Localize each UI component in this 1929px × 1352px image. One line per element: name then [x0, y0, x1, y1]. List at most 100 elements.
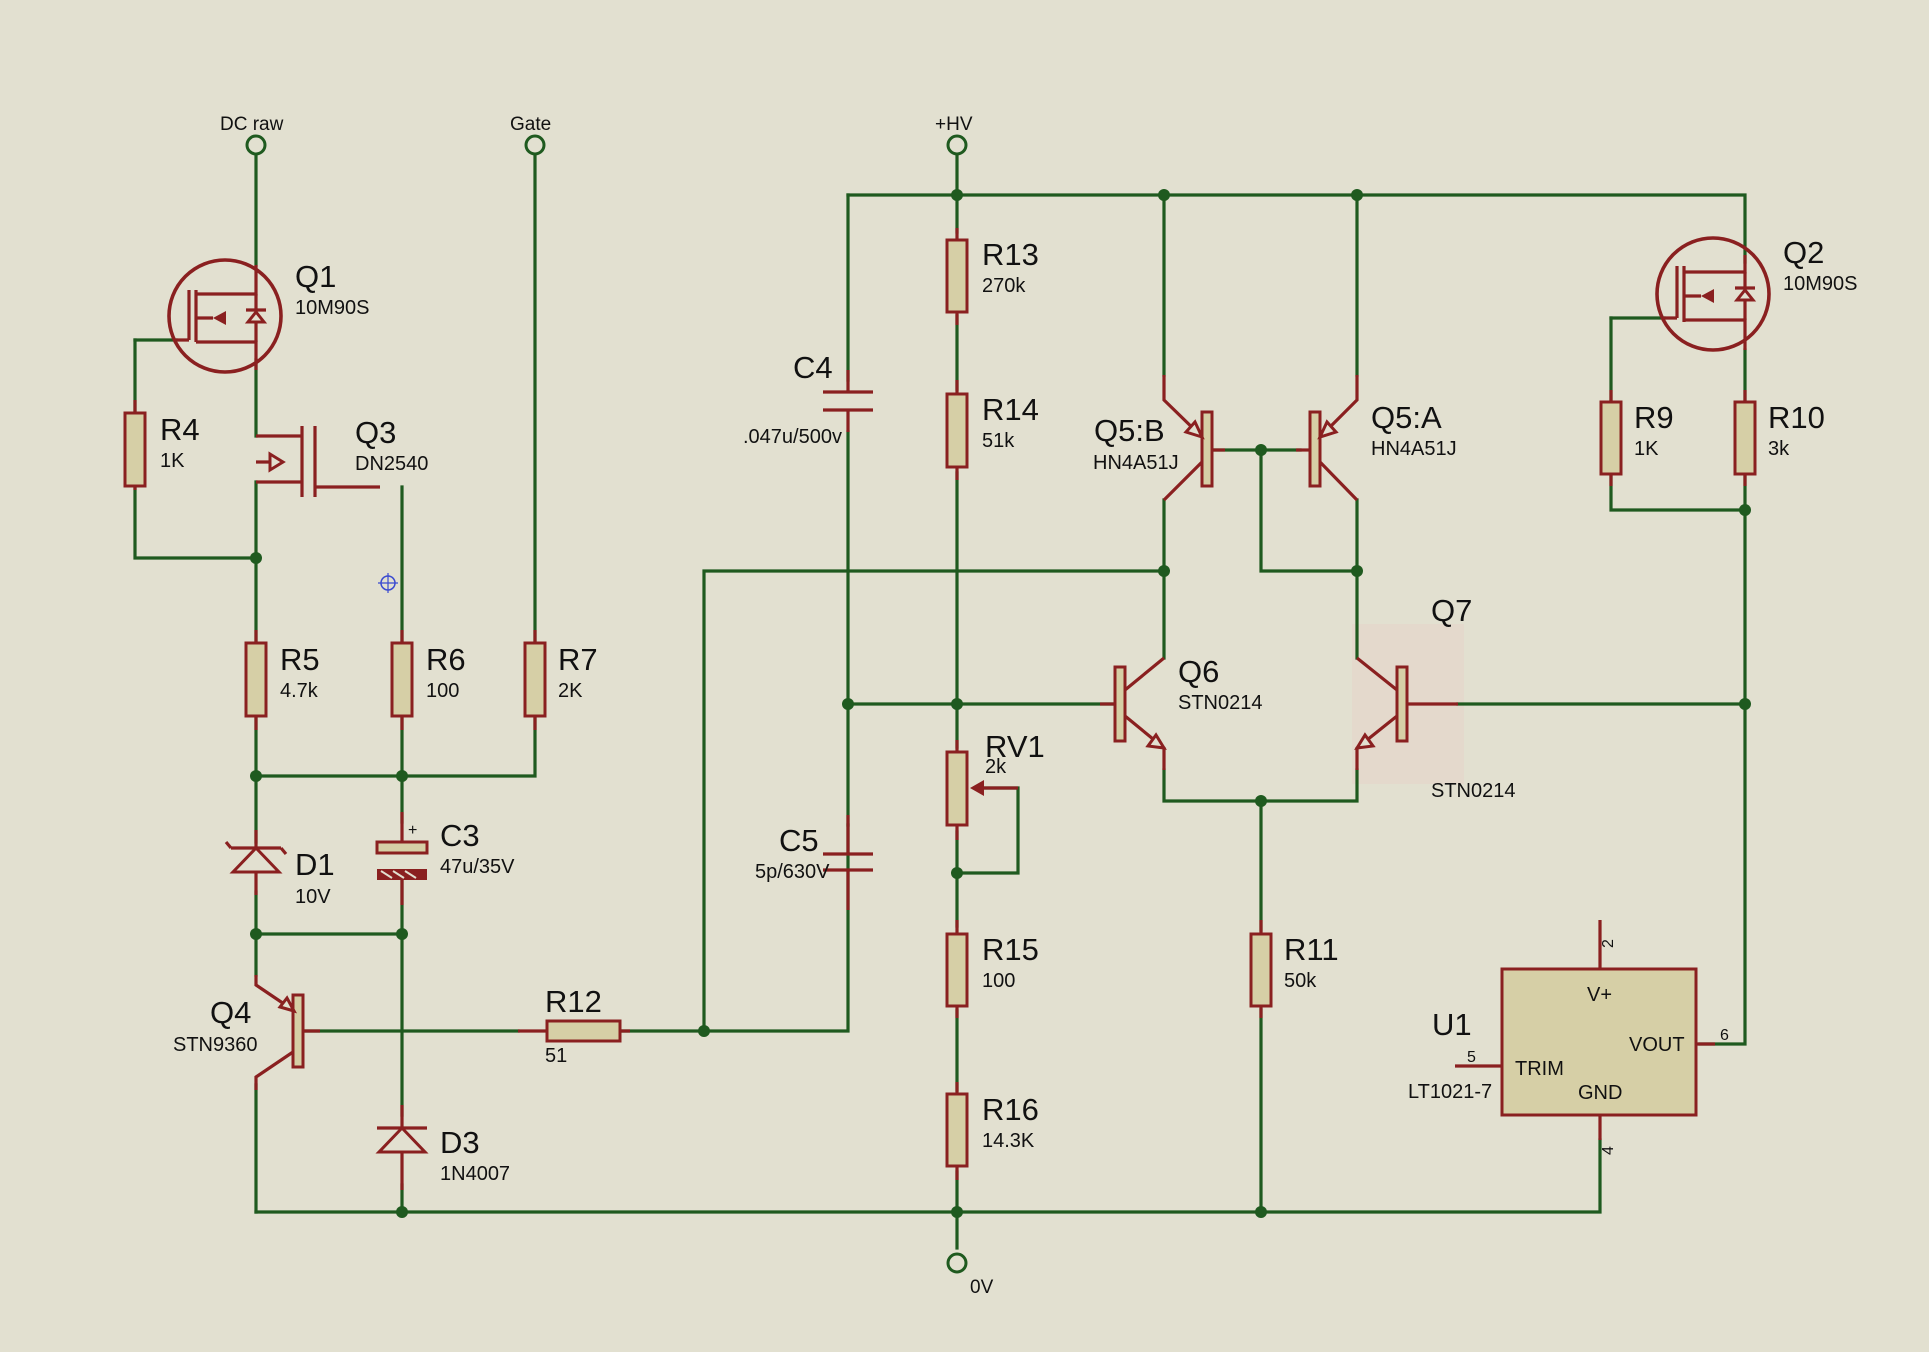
ref-label: R16	[982, 1092, 1039, 1127]
capacitor-c4[interactable]: C4 .047u/500v	[743, 350, 873, 448]
value-label: 1N4007	[440, 1163, 510, 1185]
ref-label: C5	[779, 823, 819, 858]
ref-label: Q1	[295, 259, 336, 294]
value-label: LT1021-7	[1408, 1081, 1492, 1103]
ref-label: D1	[295, 847, 335, 882]
ref-label: C4	[793, 350, 833, 385]
value-label: STN0214	[1178, 692, 1263, 714]
pin-number-5: 5	[1467, 1049, 1476, 1066]
transistor-q7[interactable]: Q7 STN0214	[1354, 593, 1516, 802]
terminal-label: +HV	[935, 114, 973, 135]
terminal-label: 0V	[970, 1277, 994, 1298]
value-label: 47u/35V	[440, 856, 515, 878]
value-label: 10V	[295, 886, 331, 908]
pin-label-vout: VOUT	[1629, 1034, 1685, 1056]
pin-number-4: 4	[1600, 1146, 1617, 1155]
resistor-r9[interactable]: R9 1K	[1599, 390, 1674, 486]
ref-label: U1	[1432, 1007, 1472, 1042]
ref-label: R15	[982, 932, 1039, 967]
transistor-q6[interactable]: Q6 STN0214	[1100, 654, 1263, 770]
value-label: 51	[545, 1045, 567, 1067]
value-label: 14.3K	[982, 1130, 1035, 1152]
mosfet-q3[interactable]: Q3 DN2540	[256, 415, 428, 497]
diode-d3[interactable]: D3 1N4007	[375, 1105, 510, 1190]
ref-label: Q7	[1431, 593, 1472, 628]
value-label: 100	[426, 680, 459, 702]
value-label: HN4A51J	[1371, 438, 1457, 460]
value-label: 51k	[982, 430, 1015, 452]
terminal-label: DC raw	[220, 114, 284, 135]
resistor-r16[interactable]: R16 14.3K	[945, 1082, 1039, 1180]
ref-label: Q6	[1178, 654, 1219, 689]
value-label: 10M90S	[1783, 273, 1858, 295]
value-label: 100	[982, 970, 1015, 992]
mosfet-q1[interactable]: Q1 10M90S	[167, 258, 370, 374]
value-label: 1K	[160, 450, 185, 472]
value-label: 4.7k	[280, 680, 319, 702]
ref-label: R13	[982, 237, 1039, 272]
value-label: 5p/630V	[755, 861, 830, 883]
ref-label: R9	[1634, 400, 1674, 435]
resistor-r10[interactable]: R10 3k	[1733, 390, 1825, 486]
capacitor-c5[interactable]: C5 5p/630V	[755, 815, 873, 910]
crosshair-cursor-icon	[378, 573, 398, 593]
potentiometer-rv1[interactable]: RV1 2k	[945, 729, 1045, 840]
resistor-r14[interactable]: R14 51k	[945, 380, 1039, 480]
resistor-r12[interactable]: R12 51	[518, 984, 630, 1067]
ref-label: RV1	[985, 729, 1045, 764]
resistor-r4[interactable]: R4 1K	[123, 400, 200, 490]
ref-label: Q5:A	[1371, 400, 1442, 435]
ref-label: R11	[1284, 932, 1339, 967]
pin-label-gnd: GND	[1578, 1082, 1622, 1104]
terminal-label: Gate	[510, 114, 551, 135]
ref-label: R6	[426, 642, 466, 677]
terminal-0v[interactable]: 0V	[946, 1252, 994, 1298]
svg-text:+: +	[408, 822, 417, 839]
value-label: 3k	[1768, 438, 1790, 460]
value-label: STN0214	[1431, 780, 1516, 802]
ref-label: D3	[440, 1125, 480, 1160]
mosfet-q2[interactable]: Q2 10M90S	[1655, 235, 1858, 352]
ref-label: R10	[1768, 400, 1825, 435]
ref-label: R7	[558, 642, 598, 677]
transistor-q5a[interactable]: Q5:A HN4A51J	[1296, 375, 1457, 502]
transistor-q4[interactable]: Q4 STN9360	[173, 975, 320, 1090]
ref-label: R5	[280, 642, 320, 677]
transistor-q5b[interactable]: Q5:B HN4A51J	[1093, 375, 1225, 502]
value-label: .047u/500v	[743, 426, 842, 448]
ref-label: Q5:B	[1094, 413, 1165, 448]
zener-diode-d1[interactable]: D1 10V	[224, 830, 335, 908]
ic-u1[interactable]: V+ VOUT TRIM GND 2 6 5 4 U1 LT1021-7	[1408, 920, 1729, 1155]
value-label: DN2540	[355, 453, 428, 475]
pin-label-vplus: V+	[1587, 984, 1612, 1006]
ref-label: Q3	[355, 415, 396, 450]
resistor-r11[interactable]: R11 50k	[1249, 920, 1339, 1018]
ref-label: R4	[160, 412, 200, 447]
terminal-gate[interactable]: Gate	[510, 114, 551, 156]
ref-label: R12	[545, 984, 602, 1019]
value-label: 50k	[1284, 970, 1317, 992]
resistor-r7[interactable]: R7 2K	[523, 630, 598, 730]
ref-label: Q2	[1783, 235, 1824, 270]
ref-label: R14	[982, 392, 1039, 427]
pin-number-2: 2	[1600, 939, 1617, 948]
value-label: STN9360	[173, 1034, 258, 1056]
resistor-r13[interactable]: R13 270k	[945, 228, 1039, 325]
value-label: HN4A51J	[1093, 452, 1179, 474]
capacitor-c3[interactable]: + C3 47u/35V	[375, 812, 515, 905]
ref-label: Q4	[210, 995, 251, 1030]
value-label: 1K	[1634, 438, 1659, 460]
terminal-dc-raw[interactable]: DC raw	[220, 114, 284, 156]
pin-label-trim: TRIM	[1515, 1058, 1564, 1080]
value-label: 2k	[985, 756, 1007, 778]
resistor-r5[interactable]: R5 4.7k	[244, 630, 320, 730]
resistor-r6[interactable]: R6 100	[390, 630, 466, 730]
terminal-hv[interactable]: +HV	[935, 114, 973, 156]
value-label: 10M90S	[295, 297, 370, 319]
pin-number-6: 6	[1720, 1027, 1729, 1044]
resistor-r15[interactable]: R15 100	[945, 920, 1039, 1018]
value-label: 2K	[558, 680, 583, 702]
value-label: 270k	[982, 275, 1026, 297]
junction-dots	[250, 189, 1751, 1218]
